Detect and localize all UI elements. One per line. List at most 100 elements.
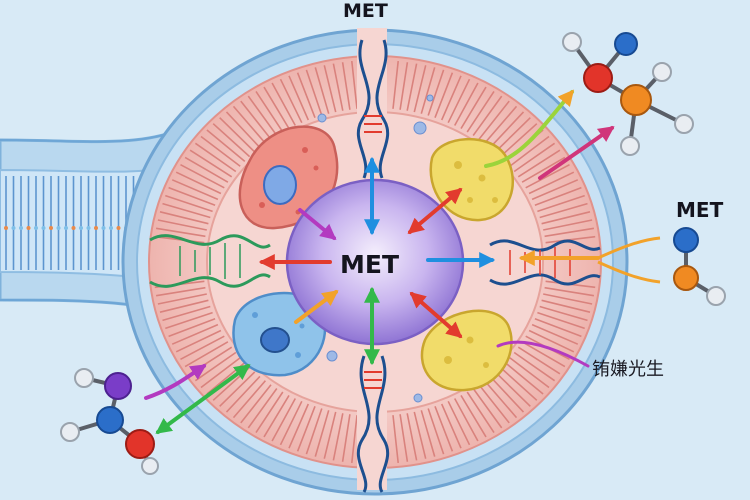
- striation-line: [232, 105, 267, 144]
- axon-dot: [116, 226, 121, 230]
- striation-line: [543, 219, 593, 231]
- striation-line: [323, 65, 337, 113]
- axon-dot: [101, 226, 106, 230]
- striation-line: [447, 400, 471, 446]
- striation-line: [305, 69, 323, 116]
- striation-line: [494, 371, 531, 407]
- axon-dot: [49, 226, 53, 230]
- striation-line: [499, 123, 538, 158]
- striation-line: [314, 67, 330, 114]
- striation-line: [180, 335, 225, 361]
- striation-line: [453, 82, 479, 126]
- arrows: [144, 89, 615, 434]
- striation-line: [351, 61, 358, 109]
- striation-line: [537, 194, 585, 213]
- striation-line: [440, 75, 462, 121]
- striation-line: [543, 293, 593, 305]
- striation-line: [212, 123, 251, 158]
- striation-line: [194, 142, 237, 173]
- striation-line: [296, 406, 316, 452]
- striation-line: [314, 410, 330, 457]
- striation-line: [392, 61, 399, 109]
- axon-dot: [56, 226, 61, 230]
- label-annotation: 铕嫌光生: [592, 359, 664, 380]
- striation-line: [162, 305, 211, 322]
- striation-line: [288, 75, 310, 121]
- axon-dot: [109, 226, 113, 230]
- striation-line: [200, 135, 241, 167]
- striation-line: [521, 341, 566, 368]
- striation-line: [240, 100, 272, 140]
- striation-line: [509, 135, 550, 167]
- striation-line: [171, 323, 219, 345]
- striation-line: [206, 129, 246, 163]
- striation-line: [225, 111, 261, 149]
- axon-dot: [34, 226, 38, 230]
- striation-line: [175, 329, 222, 353]
- striation-line: [255, 90, 284, 133]
- striation-line: [263, 86, 290, 130]
- striation-line: [157, 219, 207, 231]
- molecule-icon: [597, 227, 726, 306]
- axon-dot: [11, 226, 16, 230]
- striation-line: [399, 62, 409, 110]
- striation-line: [323, 411, 337, 459]
- striation-line: [531, 323, 579, 345]
- striation-line: [478, 384, 510, 424]
- striation-line: [155, 286, 206, 297]
- striation-line: [184, 341, 229, 368]
- striation-line: [296, 72, 316, 118]
- organelle-blue: [232, 291, 327, 377]
- channel-top: [356, 28, 390, 179]
- striation-line: [159, 299, 209, 313]
- striation-line: [489, 111, 525, 149]
- striation-line: [279, 400, 303, 446]
- axon-dot: [4, 226, 8, 230]
- striation-line: [483, 380, 518, 419]
- axon-dot: [26, 226, 31, 230]
- striation-line: [406, 413, 418, 461]
- striation-line: [541, 299, 591, 313]
- arrow-icon: [538, 126, 615, 180]
- striation-line: [271, 398, 297, 442]
- striation-line: [478, 100, 510, 140]
- striation-line: [521, 156, 566, 183]
- cytoplasm-striations: [154, 61, 596, 463]
- striation-line: [332, 413, 344, 461]
- striation-line: [472, 388, 503, 429]
- striation-line: [175, 171, 222, 195]
- arrow-icon: [155, 364, 251, 434]
- striation-line: [525, 163, 570, 189]
- striation-line: [406, 63, 418, 111]
- striation-line: [472, 95, 503, 136]
- arrow-icon: [407, 187, 463, 235]
- striation-line: [420, 67, 436, 114]
- striation-line: [263, 394, 290, 438]
- striation-line: [513, 351, 556, 382]
- striation-line: [434, 406, 454, 452]
- striation-line: [513, 142, 556, 173]
- striation-line: [460, 394, 487, 438]
- striation-line: [341, 414, 351, 462]
- label-met-center: MET: [340, 250, 400, 279]
- striation-line: [544, 227, 595, 238]
- striation-line: [168, 186, 216, 207]
- striation-line: [427, 408, 445, 455]
- striation-line: [247, 95, 278, 136]
- striation-line: [219, 117, 256, 153]
- striation-line: [271, 82, 297, 126]
- axon-dot: [86, 226, 91, 230]
- striation-line: [341, 62, 351, 110]
- striation-line: [255, 391, 284, 434]
- striation-line: [332, 63, 344, 111]
- striation-line: [440, 403, 462, 449]
- striation-line: [528, 329, 575, 353]
- striation-line: [537, 311, 585, 330]
- striation-line: [494, 117, 531, 153]
- striation-line: [165, 311, 213, 330]
- striation-line: [504, 361, 544, 395]
- striation-line: [165, 194, 213, 213]
- striation-line: [399, 414, 409, 462]
